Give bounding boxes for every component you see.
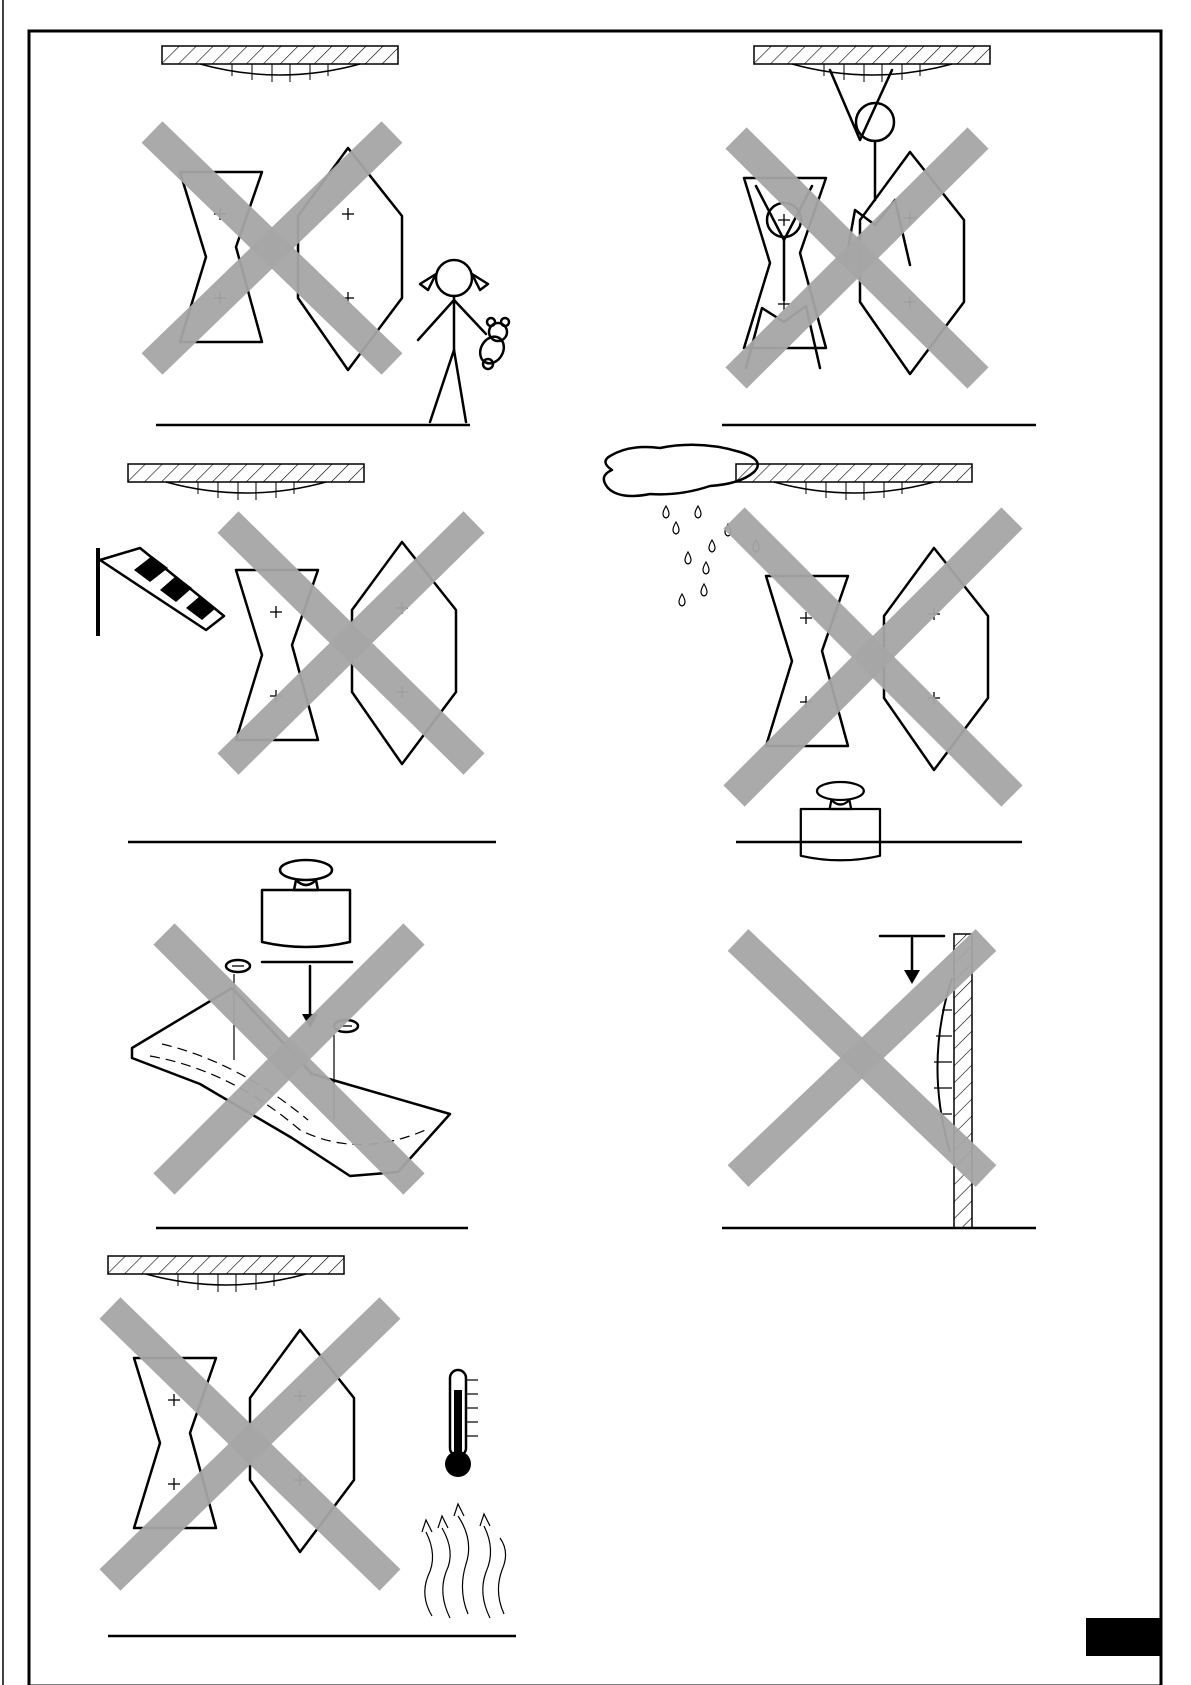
page-number-box: [1086, 1618, 1162, 1656]
panel-temperature-heat: [108, 1256, 516, 1636]
teddy-bear-icon: [475, 318, 509, 369]
cloud-icon: [604, 445, 758, 496]
panel-load-on-wall-mount: [722, 782, 1036, 1228]
windsock-icon: [98, 548, 224, 636]
panel-load-on-surface: [132, 860, 468, 1228]
panel-rain: [604, 445, 1022, 842]
child-figure: [418, 260, 488, 422]
thermometer-icon: [445, 1370, 478, 1477]
panel-hanging-from-product: [722, 46, 1036, 425]
heat-waves-icon: [422, 1504, 506, 1618]
panel-wind: [98, 464, 496, 842]
panel-children-toys: [152, 46, 509, 425]
